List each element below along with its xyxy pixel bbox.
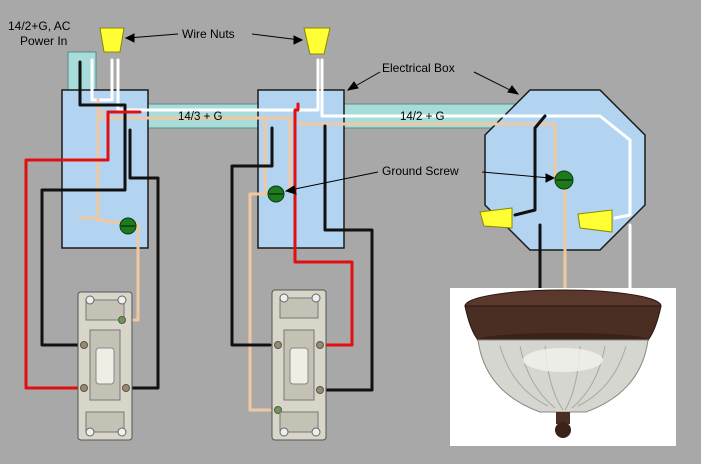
wire-red-left: [24, 110, 110, 390]
ground-screw-middle: [267, 185, 285, 203]
wire-nut-middle: [303, 27, 331, 55]
wire-black-middle-out: [316, 124, 374, 392]
wire-bare-left-to-screw: [96, 118, 130, 226]
three-way-switch-left: [77, 291, 133, 441]
label-wire-nuts: Wire Nuts: [182, 27, 235, 41]
light-electrical-box: [484, 89, 646, 251]
wire-bare-middle-cable: [298, 120, 557, 182]
cable-14-3: [144, 103, 264, 129]
wire-black-power-in: [40, 60, 127, 347]
wire-black-middle-traveler: [230, 126, 274, 347]
wire-black-left-traveler: [126, 128, 160, 390]
label-power-in-line1: 14/2+G, AC: [8, 19, 71, 33]
wire-black-to-light: [513, 114, 547, 217]
wire-nut-left: [99, 27, 125, 53]
ground-screw-light: [554, 170, 574, 190]
wire-red-middle: [293, 102, 354, 347]
wire-nut-light-right: [577, 209, 613, 233]
wire-nut-light-left: [479, 207, 513, 229]
annotation-arrows: [124, 33, 556, 195]
label-power-in-line2: Power In: [20, 34, 67, 48]
ground-screw-left: [119, 217, 137, 235]
label-ground-screw: Ground Screw: [382, 164, 459, 178]
wire-white-through-14-3: [116, 58, 320, 112]
ceiling-light-fixture: [450, 288, 676, 446]
label-cable-14-2: 14/2 + G: [400, 111, 444, 123]
wire-white-through-14-2: [320, 58, 632, 220]
wire-bare-middle-to-switch: [248, 192, 277, 412]
wire-white-power-left: [90, 58, 114, 102]
three-way-switch-middle: [271, 289, 327, 441]
switch-box-middle: [257, 89, 345, 249]
label-electrical-box: Electrical Box: [382, 61, 455, 75]
wire-bare-left-cable: [100, 108, 292, 192]
label-cable-14-3: 14/3 + G: [178, 111, 222, 123]
